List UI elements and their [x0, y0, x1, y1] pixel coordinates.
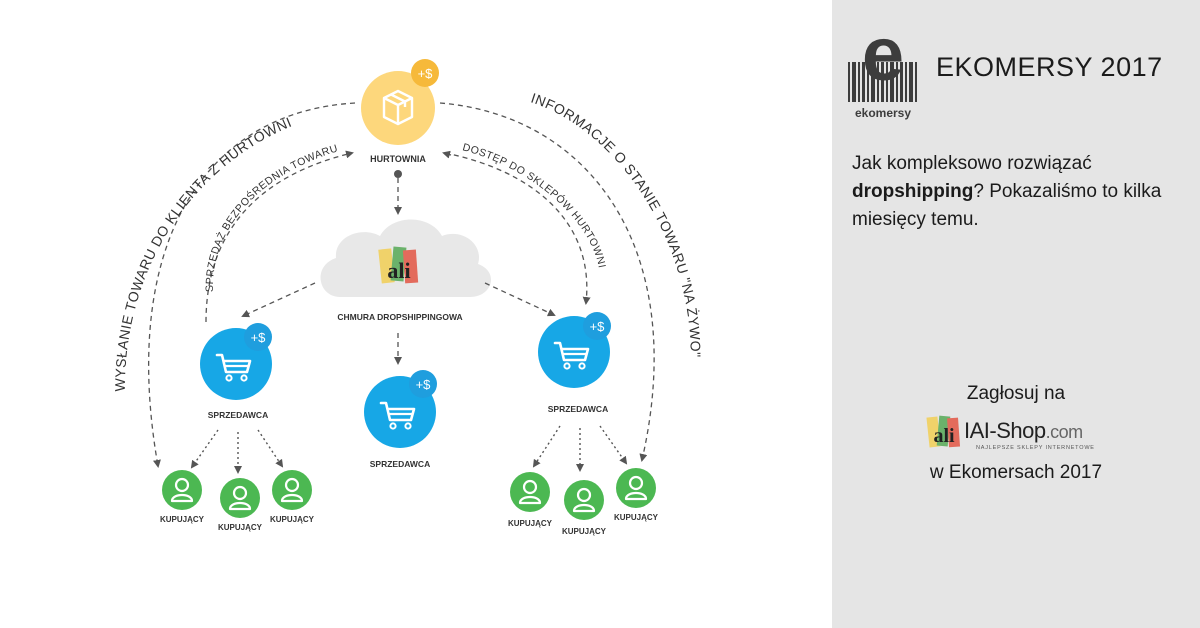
svg-text:KUPUJĄCY: KUPUJĄCY: [614, 513, 659, 522]
arrow-seller-access-wholesaler: [444, 152, 591, 305]
svg-text:+$: +$: [416, 377, 432, 392]
svg-text:KUPUJĄCY: KUPUJĄCY: [218, 523, 263, 532]
arrow-seller-to-wholesaler: [205, 150, 354, 323]
svg-text:KUPUJĄCY: KUPUJĄCY: [508, 519, 553, 528]
ekomersy-logo: e ekomersy: [848, 18, 917, 120]
iai-shop-logo[interactable]: ali IAI-Shop.com NAJLEPSZE SKLEPY INTERN…: [926, 413, 1106, 453]
arrow-wholesaler-to-buyers-left: [147, 102, 356, 468]
svg-text:NAJLEPSZE SKLEPY INTERNETOWE: NAJLEPSZE SKLEPY INTERNETOWE: [976, 445, 1095, 451]
arrow-wholesaler-to-buyers-right: [439, 102, 655, 462]
svg-text:ali: ali: [387, 258, 410, 283]
money-badge: [411, 59, 439, 87]
dropshipping-diagram: WYSŁANIE TOWARU DO KLIENTA Z HURTOWNI SP…: [112, 59, 704, 536]
cloud-label: CHMURA DROPSHIPPINGOWA: [337, 312, 462, 322]
vote-suffix: w Ekomersach 2017: [929, 462, 1103, 483]
arrow-head-wholesaler: [442, 150, 452, 159]
svg-text:KUPUJĄCY: KUPUJĄCY: [270, 515, 315, 524]
svg-text:e: e: [862, 18, 904, 97]
svg-text:+$: +$: [251, 330, 267, 345]
svg-text:+$: +$: [418, 66, 434, 81]
event-title: EKOMERSY 2017: [936, 52, 1163, 82]
buyer-node: KUPUJĄCY: [270, 470, 315, 524]
wholesaler-label: HURTOWNIA: [370, 154, 426, 164]
buyer-node: KUPUJĄCY: [562, 480, 607, 536]
buyer-node: KUPUJĄCY: [160, 470, 205, 524]
dropshipping-cloud: ali CHMURA DROPSHIPPINGOWA: [320, 219, 492, 322]
svg-text:ali: ali: [933, 425, 955, 447]
iai-logo-icon: ali: [378, 246, 419, 284]
box-icon: [382, 89, 414, 126]
svg-text:ekomersy: ekomersy: [855, 106, 911, 120]
wholesaler-node: +$ HURTOWNIA: [361, 59, 439, 164]
svg-text:+$: +$: [590, 319, 606, 334]
buyer-node: KUPUJĄCY: [508, 472, 553, 528]
buyer-node: KUPUJĄCY: [614, 468, 659, 522]
vote-prefix: Zagłosuj na: [966, 383, 1066, 404]
svg-text:SPRZEDAWCA: SPRZEDAWCA: [208, 410, 268, 420]
sidebar-panel: e ekomersy EKOMERSY 2017 Jak kompleksowo…: [832, 0, 1200, 628]
seller-node-left: +$ SPRZEDAWCA: [200, 323, 272, 420]
svg-text:SPRZEDAWCA: SPRZEDAWCA: [370, 459, 430, 469]
intro-text: Jak kompleksowo rozwiązać dropshipping? …: [852, 153, 1162, 230]
seller-node-middle: +$ SPRZEDAWCA: [364, 370, 437, 469]
arc-text-right-inner: DOSTĘP DO SKLEPÓW HURTOWNI: [461, 141, 608, 269]
seller-node-right: +$ SPRZEDAWCA: [538, 312, 611, 414]
svg-text:IAI-Shop.com: IAI-Shop.com: [964, 418, 1083, 443]
buyer-node: KUPUJĄCY: [218, 478, 263, 532]
svg-text:KUPUJĄCY: KUPUJĄCY: [562, 527, 607, 536]
arc-text-right-outer: INFORMACJE O STANIE TOWARU "NA ŻYWO": [529, 90, 704, 358]
svg-text:SPRZEDAWCA: SPRZEDAWCA: [548, 404, 608, 414]
svg-text:KUPUJĄCY: KUPUJĄCY: [160, 515, 205, 524]
